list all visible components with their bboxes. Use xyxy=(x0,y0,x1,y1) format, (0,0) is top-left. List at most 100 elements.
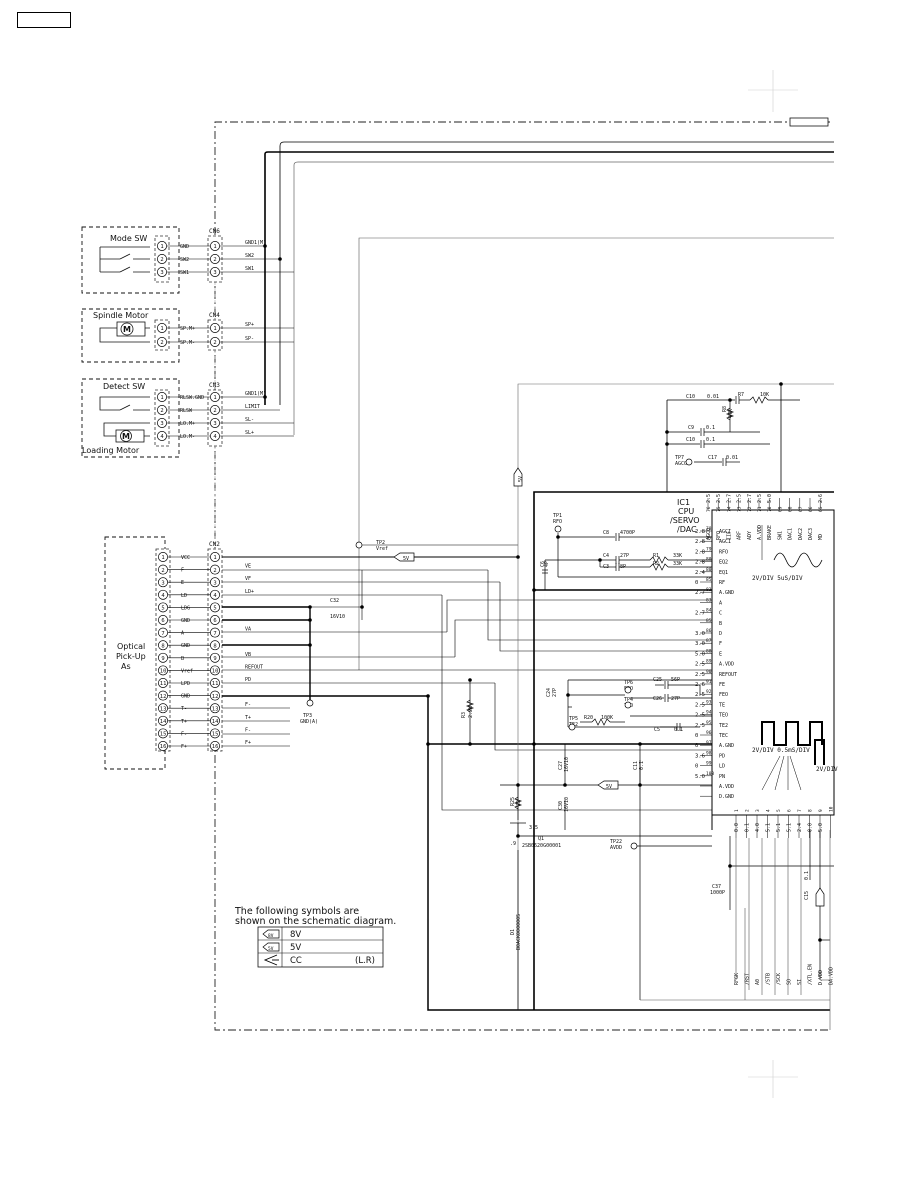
junction-23 xyxy=(566,693,570,697)
legend-row-8v: 8V xyxy=(290,930,301,940)
ic1-lpin-n-7: 83 xyxy=(706,597,712,603)
cn2-pin-15 xyxy=(158,728,168,739)
ic1-bpin-v-7: 0.0 xyxy=(808,823,814,832)
cn6-cn-pin-2 xyxy=(210,254,220,264)
label-8: C17 xyxy=(708,455,717,461)
cn2-pin-2 xyxy=(158,564,168,575)
cn6-sig-3: SW1 xyxy=(180,270,189,276)
ic1-lpin-n-15: 91 xyxy=(706,679,712,685)
testpoint-6 xyxy=(568,723,576,731)
ic1-tpin-n-2: 74 xyxy=(726,506,732,512)
vlabel-13: 16V10 xyxy=(564,797,570,812)
label-46: TP4 xyxy=(624,697,633,703)
ic1-lpin-s-6: A.GND xyxy=(719,590,734,596)
cn2-cn-pin-3-num: 3 xyxy=(213,580,216,586)
ic1-lpin-v-8: 2.7 xyxy=(695,611,705,617)
cn2-pin-6 xyxy=(158,615,168,625)
cn2-pin-3-num: 3 xyxy=(161,580,164,586)
ic1-bpin-n-4: 5 xyxy=(776,809,782,812)
ic1-tpin-n-1: 75 xyxy=(716,506,722,512)
waveform-2-label: 2V/DIV 0.5mS/DIV xyxy=(752,747,810,754)
cn2-cn-pin-2 xyxy=(210,564,220,575)
legend-row-cc: CC xyxy=(290,956,302,966)
ic1-bpin-n-8: 9 xyxy=(818,809,824,812)
bottom-fanout xyxy=(640,830,831,1030)
cn2-sig-14: T+ xyxy=(181,719,187,725)
label-36: TP2 xyxy=(376,540,385,546)
top-busses xyxy=(264,141,834,670)
ic1-lpin-s-3: EQ2 xyxy=(719,560,728,566)
cn3-sig-1: RLSW.GND xyxy=(180,395,204,401)
ic1-lpin-n-9: 85 xyxy=(706,618,712,624)
ic1-lpin-n-5: 85 xyxy=(706,577,712,583)
junction-8 xyxy=(532,588,536,592)
cn2-sig-1: VCC xyxy=(181,555,190,561)
cn4-label: CN4 xyxy=(209,312,220,319)
label-22: C25 xyxy=(653,677,662,683)
ic1-bpin-v-0: 0.0 xyxy=(734,823,740,832)
connector-wires xyxy=(167,245,294,747)
ic1-lpin-n-3: 80 xyxy=(706,557,712,563)
cn2-pin-8 xyxy=(158,640,168,651)
ic1-bpin-s-3: /STB xyxy=(766,973,772,985)
testpoint-2 xyxy=(685,458,693,466)
cn2-cn-pin-15 xyxy=(210,728,220,739)
svg-text:5V: 5V xyxy=(518,476,524,482)
label-43: GND(A) xyxy=(300,719,318,725)
cn2-pin-5-num: 5 xyxy=(161,606,164,612)
label-28: C5 xyxy=(654,727,660,733)
vlabel-14: R25 xyxy=(510,797,516,806)
ic1-tpin-n-0: 76 xyxy=(706,506,712,512)
ic1-lpin-s-1: AGCI xyxy=(719,539,731,545)
testpoint-7 xyxy=(630,842,638,850)
cn2-net-14: T+ xyxy=(245,715,251,721)
ic1-bpin-v-8: 5.0 xyxy=(818,823,824,832)
cn4-net-1: SP+ xyxy=(245,322,254,328)
label-37: Vref xyxy=(376,546,388,552)
cn2-cn-pin-1 xyxy=(210,552,220,562)
cn2-cn-pin-9 xyxy=(210,652,220,663)
label-40: TP7 xyxy=(675,455,684,461)
ic1-ref: IC1 xyxy=(677,498,690,507)
cn3-cn-pin-2 xyxy=(210,405,220,415)
label-32: C37 xyxy=(712,884,721,890)
label-16: C3 xyxy=(603,564,609,570)
ic1-lpin-n-24: 100 xyxy=(706,771,714,777)
cn2-net-10: REFOUT xyxy=(245,664,263,670)
ic1-bpin-s-9: DA.VDD xyxy=(829,967,835,985)
ic1-tpin-s-8: DAC1 xyxy=(788,528,794,540)
junction-7 xyxy=(426,742,430,746)
ic1-tpin-s-2: IIF xyxy=(726,531,732,540)
ic1-desc-3: /DAC xyxy=(677,525,697,534)
cn2-sig-8: GND xyxy=(181,643,190,649)
cn2-cn-pin-16-num: 16 xyxy=(212,744,219,750)
ic1-lpin-s-4: EQ1 xyxy=(719,570,728,576)
cn2-pin-1 xyxy=(158,552,168,562)
cn6-cn-pin-1-num: 1 xyxy=(213,244,216,250)
cn3-pin-4-num: 4 xyxy=(160,434,164,440)
label-14: R1 xyxy=(653,553,659,559)
cn2-pin-7-num: 7 xyxy=(161,631,164,637)
vlabel-2: C6 xyxy=(540,561,546,567)
label-30: Q1 xyxy=(538,836,544,842)
supply-tag-5v-3: 5V xyxy=(513,467,524,487)
cn3-net-4: SL+ xyxy=(245,430,254,436)
label-20: C32 xyxy=(330,598,339,604)
ic1-tpin-n-3: 73 xyxy=(737,506,743,512)
ic1-lpin-v-24: 5.0 xyxy=(695,774,705,780)
cn2-cn-pin-12 xyxy=(210,690,220,701)
ic1-lpin-v-4: 2.4 xyxy=(695,570,706,576)
cn2-cn-pin-10-num: 10 xyxy=(212,669,219,675)
waveform-1-label: 2V/DIV 5uS/DIV xyxy=(752,575,803,582)
ic1-bpin-s-4: /SCK xyxy=(776,973,782,985)
ic1-tpin-s-7: SW1 xyxy=(777,531,783,540)
ic1-tpin-n-8: 68 xyxy=(788,506,794,512)
ic1-bpin-n-9: 10 xyxy=(829,806,835,812)
label-12: C4 xyxy=(603,553,609,559)
label-19: 33K xyxy=(673,561,682,567)
cn2-cn-pin-4-num: 4 xyxy=(213,593,217,599)
ic1-tpin-n-10: 66 xyxy=(808,506,814,512)
ic1-lpin-v-13: 2.5 xyxy=(695,662,705,668)
